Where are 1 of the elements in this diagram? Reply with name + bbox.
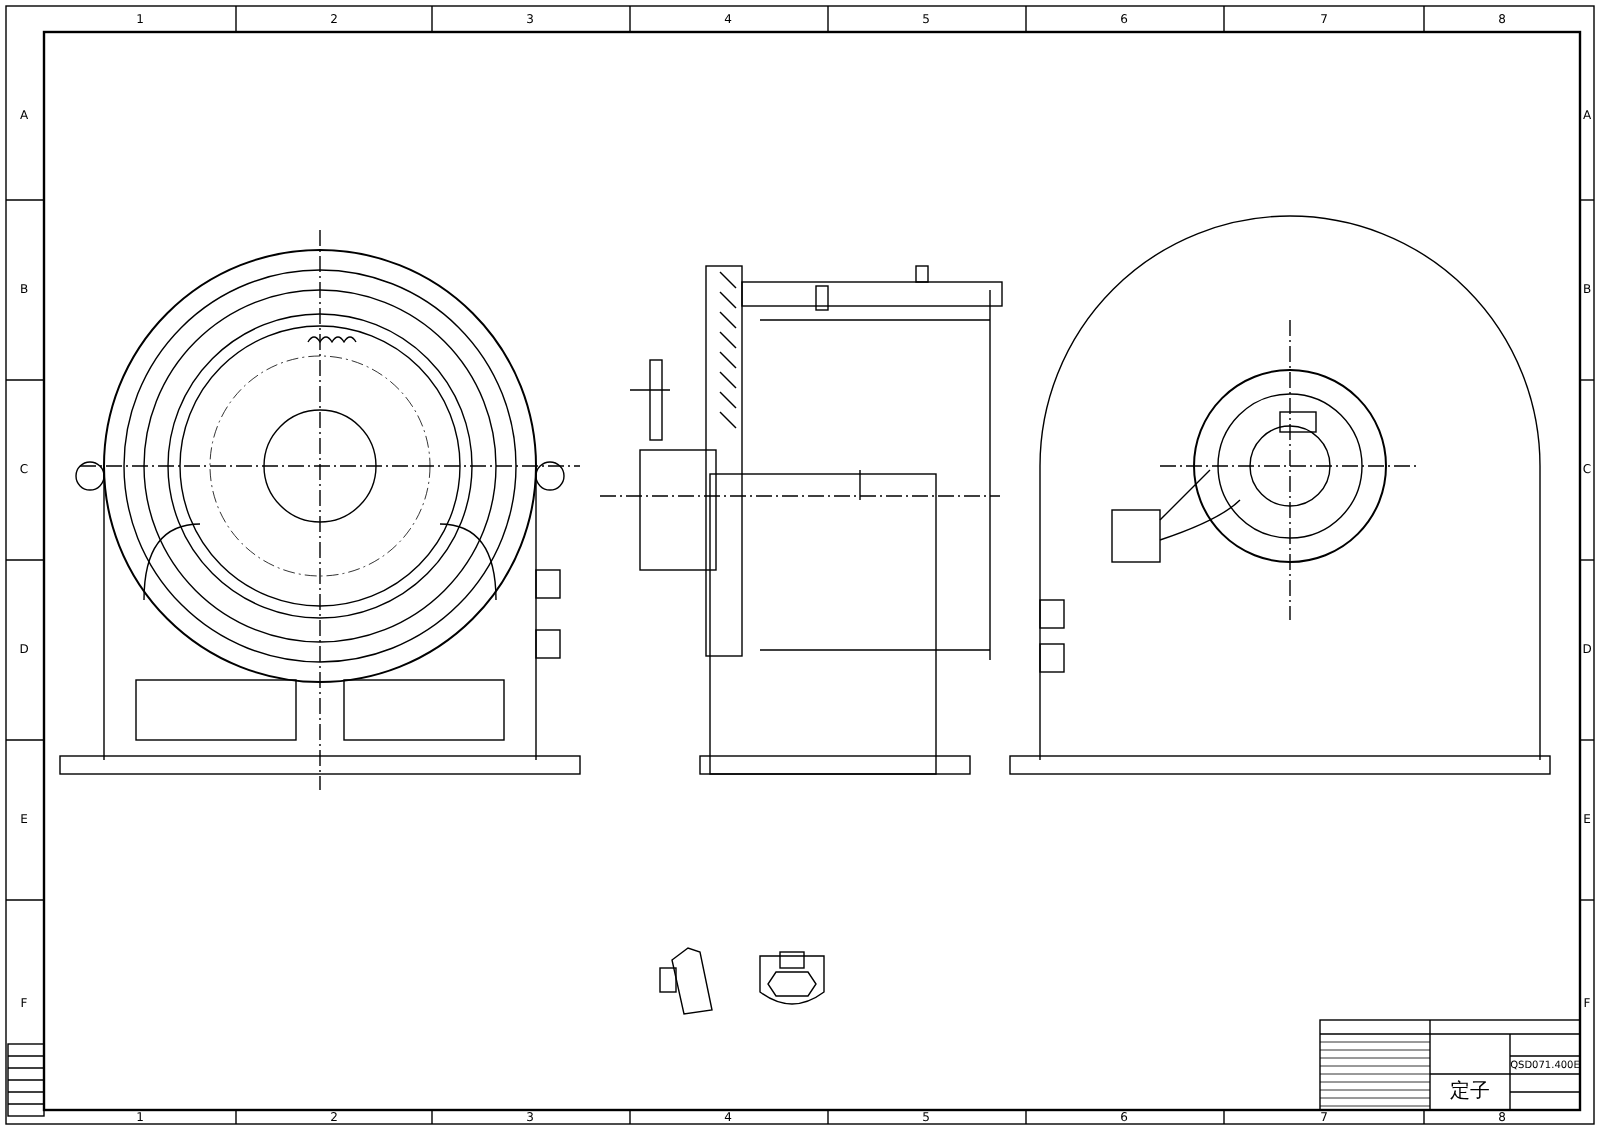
part-name: 定子 — [1450, 1081, 1490, 1103]
